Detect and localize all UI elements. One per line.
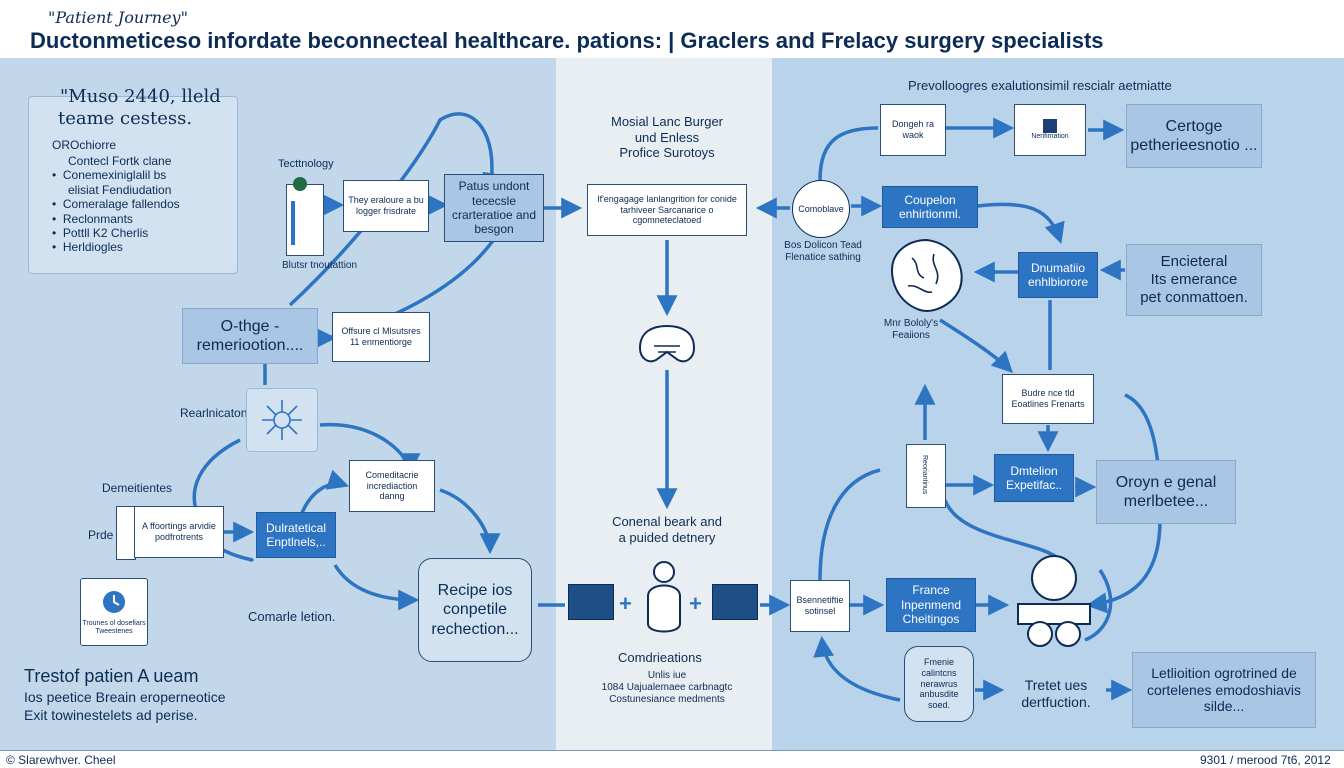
team-card — [28, 96, 238, 274]
node-foorling: A ffoortings arvidie podfrotrents — [134, 506, 224, 558]
node-orthage: O-thge - remeriootion.... — [182, 308, 318, 364]
node-dmtelion: Dmtelion Expetifac.. — [994, 454, 1074, 502]
middle-bottom-text: Conenal beark and a puided detnery — [612, 514, 722, 545]
handshake-icon — [636, 318, 698, 370]
node-logo: Nerifimation — [1014, 104, 1086, 156]
form-icon — [116, 506, 136, 560]
pride-label: Prde — [88, 528, 114, 542]
node-budre: Budre nce tld Eoatlines Frenarts — [1002, 374, 1094, 424]
list-item: • Reclonmants — [52, 211, 133, 226]
list-item: elisiat Fendiudation — [68, 182, 172, 197]
logo-icon — [1043, 118, 1057, 133]
node-pation: Patus undont tececsle crarteratioe and b… — [444, 174, 544, 242]
node-middle-top: If'engagage lanlangrition for conide tar… — [587, 184, 747, 236]
document-icon — [286, 177, 324, 256]
clock-card: Trounes ol dosefiars Tweestenes — [80, 578, 148, 646]
network-icon — [262, 400, 302, 440]
middle-heading: Mosial Lanc Burger und Enless Profice Su… — [611, 114, 723, 161]
node-circle: Comoblave — [792, 180, 850, 238]
node-bsennetic: Bsennetiftie sotinsel — [790, 580, 850, 632]
bottom-line-1: Ios peetice Breain eroperneotice — [24, 689, 226, 705]
node-small-box: They eraloure a bu logger frisdrate — [343, 180, 429, 232]
circle-caption: Bos Dolicon Tead Flenatice sathing — [784, 240, 862, 263]
footer-right: 9301 / merood 7t6, 2012 — [1200, 753, 1331, 767]
list-item: • Herldiogles — [52, 240, 123, 255]
bottom-line-2: Exit towinestelets ad perise. — [24, 707, 198, 723]
middle-panel — [556, 58, 772, 750]
node-dongeh: Dongeh ra waok — [880, 104, 946, 156]
list-item: • Pottll K2 Cherlis — [52, 225, 149, 240]
node-dulrat: Dulratetical Enptlnels,.. — [256, 512, 336, 558]
bottom-title: Trestof patien A ueam — [24, 666, 199, 686]
technology-label: Tecttnology — [278, 158, 334, 170]
person-glasses-icon — [1012, 552, 1096, 648]
node-trete: Tretet ues dertfuction. — [1021, 677, 1091, 710]
footer-left: © Slarewhver. Cheel — [6, 753, 116, 767]
node-certage: Certoge petherieesnotio ... — [1126, 104, 1262, 168]
dementiates-label: Demeitientes — [102, 481, 173, 495]
vertical-doc-icon: Reoriantinus — [906, 444, 946, 508]
complications-label: Comdrieations — [618, 650, 702, 665]
clock-icon — [103, 590, 125, 613]
node-encieteral: Encieteral Its emerance pet conmattoen. — [1126, 244, 1262, 316]
team-card-list: Contecl Fortk clane • Conemexiniglalil b… — [52, 154, 180, 255]
node-oroyn: Oroyn e genal merlbetee... — [1096, 460, 1236, 524]
document-caption: Blutsr tnoutattion — [282, 260, 358, 271]
team-card-heading: OROchiorre — [52, 138, 117, 152]
header-subtitle: "Patient Journey" — [48, 8, 188, 27]
screen-icon-left — [568, 584, 614, 620]
node-france: France Inpenmend Cheitingos — [886, 578, 976, 632]
screen-icon-right — [712, 584, 758, 620]
footer-divider — [0, 750, 1344, 751]
brain-icon — [884, 234, 970, 320]
node-offside: Offsure cl Mlsutsres 11 enmentiorge — [332, 312, 430, 362]
node-coupelon: Coupelon enhirtionml. — [882, 186, 978, 228]
complications-sub: Unlis iue 1084 Uajualemaee carbnagtc Cos… — [601, 670, 733, 705]
list-item: • Comeralage fallendos — [52, 197, 180, 212]
comarie-label: Comarle letion. — [248, 609, 336, 624]
right-heading: Prevolloogres exalutionsimil rescialr ae… — [908, 78, 1172, 93]
brain-caption: Mnr Bololy's Feaiions — [883, 318, 939, 341]
list-item: Contecl Fortk clane — [68, 154, 172, 168]
clock-caption: Trounes ol dosefiars Tweestenes — [82, 619, 146, 635]
node-dnumatio: Dnumatiio enhlbiorore — [1018, 252, 1098, 298]
node-letlioition: Letlioition ogrotrined de cortelenes emo… — [1132, 652, 1316, 728]
list-item: • Conemexiniglalil bs — [52, 168, 167, 183]
node-compl: Comeditacrie incrediaction danng — [349, 460, 435, 512]
header-title: Ductonmeticeso infordate beconnecteal he… — [30, 28, 1104, 53]
node-recipe: Recipe ios conpetile rechection... — [418, 558, 532, 662]
team-card-title-1: "Muso 2440, lleld — [60, 86, 221, 107]
node-network-icon — [246, 388, 318, 452]
person-icon — [640, 560, 686, 636]
reanicatons-label: Rearlnicatons — [180, 406, 254, 420]
team-card-title-2: teame cestess. — [58, 108, 193, 129]
node-frmenie: Fmenie calintcns nerawrus anbusdite soed… — [904, 646, 974, 722]
